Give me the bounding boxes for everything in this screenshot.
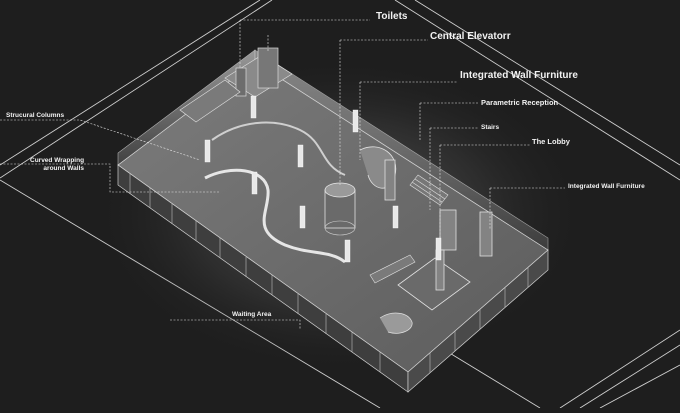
label-integrated-wall-furniture-right: Integrated Wall Furniture: [568, 183, 645, 190]
back-wall-right: [254, 49, 549, 251]
right-facade: [407, 249, 549, 393]
label-toilets: Toilets: [376, 11, 408, 22]
curved-wall: [204, 168, 346, 264]
curved-wall-inner: [211, 121, 346, 176]
waiting-area-seating: [379, 312, 413, 334]
central-elevator: [324, 182, 356, 236]
structural-columns: [204, 95, 442, 263]
label-parametric-reception: Parametric Reception: [481, 98, 559, 107]
label-central-elevator: Central Elevatorr: [430, 31, 511, 42]
label-curved-wrapping-line1: Curved Wrapping: [30, 157, 85, 164]
building: [117, 47, 549, 393]
label-structural-columns: Strucural Columns: [6, 112, 65, 119]
label-waiting-area: Waiting Area: [232, 311, 272, 318]
label-curved-wrapping-line2: around Walls: [43, 165, 84, 172]
toilets-block: [179, 47, 293, 123]
leader-lines: [0, 19, 565, 330]
lobby-walls: [384, 159, 493, 311]
label-integrated-wall-furniture-top: Integrated Wall Furniture: [460, 70, 578, 81]
label-the-lobby: The Lobby: [532, 137, 570, 146]
label-stairs: Stairs: [481, 124, 500, 131]
facade-windows: [129, 174, 529, 373]
